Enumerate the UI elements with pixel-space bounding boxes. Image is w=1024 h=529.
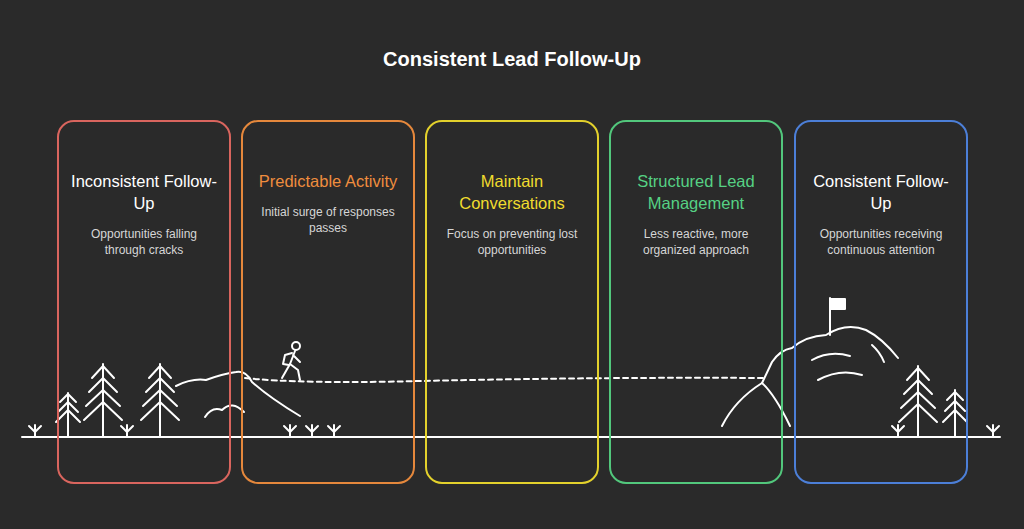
ground-line — [22, 436, 1000, 438]
box-description: Less reactive, more organized approach — [623, 226, 769, 258]
stage-box: Consistent Follow-UpOpportunities receiv… — [794, 120, 968, 484]
box-description: Opportunities falling through cracks — [71, 226, 217, 258]
stage-box: Inconsistent Follow-UpOpportunities fall… — [57, 120, 231, 484]
mountain-right — [722, 327, 898, 426]
box-heading: Maintain Conversations — [439, 170, 585, 214]
stage-box: Predictable ActivityInitial surge of res… — [241, 120, 415, 484]
box-heading: Inconsistent Follow-Up — [71, 170, 217, 214]
hiker-figure — [282, 342, 300, 380]
diagram-title: Consistent Lead Follow-Up — [0, 46, 1024, 72]
box-description: Opportunities receiving continuous atten… — [808, 226, 954, 258]
box-description: Focus on preventing lost opportunities — [439, 226, 585, 258]
summit-flag — [830, 298, 845, 335]
box-heading: Consistent Follow-Up — [808, 170, 954, 214]
stage-box: Maintain ConversationsFocus on preventin… — [425, 120, 599, 484]
grass-tufts — [29, 425, 999, 437]
box-heading: Structured Lead Management — [623, 170, 769, 214]
pine-trees-right — [899, 366, 967, 437]
box-heading: Predictable Activity — [259, 170, 397, 192]
dashed-trail — [245, 378, 765, 382]
stage-box: Structured Lead ManagementLess reactive,… — [609, 120, 783, 484]
box-description: Initial surge of responses passes — [255, 204, 401, 236]
pine-trees-left — [56, 364, 179, 437]
